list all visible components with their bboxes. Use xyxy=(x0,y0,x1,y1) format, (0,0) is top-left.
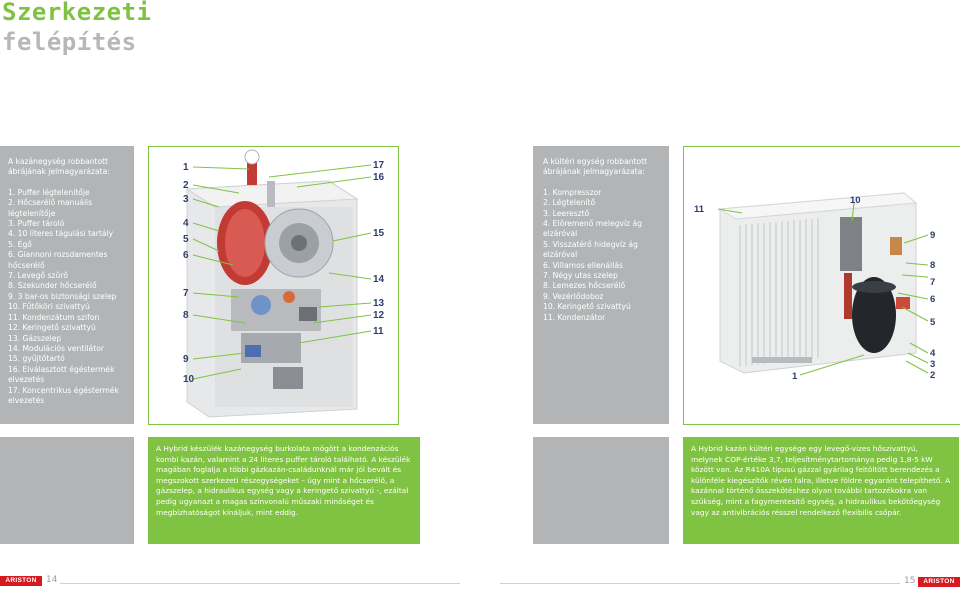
outdoor-callout-8: 8 xyxy=(930,260,935,271)
outdoor-callout-9: 9 xyxy=(930,230,935,241)
boiler-callout-7: 7 xyxy=(183,288,189,299)
boiler-legend-item: 8. Szekunder hőcserélő xyxy=(8,281,97,291)
outdoor-photo-frame: 11 10 9 8 7 6 5 4 3 2 1 xyxy=(683,146,960,425)
outdoor-callout-6: 6 xyxy=(930,294,935,305)
outdoor-legend-item: 5. Visszatérő hidegvíz ág elzáróval xyxy=(543,239,638,260)
boiler-legend-item: 11. Kondenzátum szifon xyxy=(8,312,100,322)
boiler-callout-6: 6 xyxy=(183,250,189,261)
outdoor-description-panel: A Hybrid kazán kültéri egysége egy leveg… xyxy=(683,437,959,544)
ariston-logo-left: ARISTON xyxy=(0,576,42,586)
boiler-callout-16: 16 xyxy=(373,172,385,183)
boiler-legend-item: 3. Puffer tároló xyxy=(8,219,65,229)
outdoor-legend-item: 4. Előremenő melegvíz ág elzáróval xyxy=(543,219,642,239)
boiler-callout-8: 8 xyxy=(183,310,189,321)
boiler-callout-5: 5 xyxy=(183,234,189,245)
outdoor-legend-item: 1. Kompresszor xyxy=(543,187,602,197)
outdoor-legend-item: 3. Leeresztő xyxy=(543,208,590,218)
boiler-callout-1: 1 xyxy=(183,162,189,173)
page-number-right: 15 xyxy=(904,576,916,586)
page-title-line1: Szerkezeti xyxy=(2,0,152,26)
boiler-legend-panel: A kazánegység robbantott ábrájának jelma… xyxy=(0,146,134,424)
boiler-legend-item: 15. gyűjtőtartó xyxy=(8,354,65,364)
boiler-photo-frame: 1 2 3 4 5 6 7 8 9 10 17 16 15 14 13 12 1… xyxy=(148,146,399,425)
outdoor-callout-3: 3 xyxy=(930,359,935,370)
boiler-legend-item: 6. Giannoni rozsdamentes hőcserélő xyxy=(8,250,108,270)
boiler-callout-11: 11 xyxy=(373,326,384,337)
outdoor-legend-item: 7. Négy utas szelep xyxy=(543,271,618,281)
outdoor-callout-5: 5 xyxy=(930,317,936,328)
outdoor-callout-1: 1 xyxy=(792,371,798,382)
outdoor-callout-10: 10 xyxy=(850,195,861,206)
boiler-legend-item: 10. Fűtőköri szivattyú xyxy=(8,302,90,312)
boiler-description-text: A Hybrid készülék kazánegység burkolata … xyxy=(156,444,411,517)
bottom-left-grey-block xyxy=(0,437,134,544)
boiler-callout-13: 13 xyxy=(373,298,385,309)
boiler-legend-item: 17. Koncentrikus égéstermék elvezetés xyxy=(8,385,119,405)
boiler-callout-17: 17 xyxy=(373,160,385,171)
outdoor-callout-2: 2 xyxy=(930,370,935,381)
boiler-callout-3: 3 xyxy=(183,194,189,205)
boiler-legend-item: 2. Hőcserélő manuális légtelenítője xyxy=(8,198,93,218)
boiler-legend-item: 4. 10 literes tágulási tartály xyxy=(8,229,114,239)
bottom-middle-grey-block xyxy=(533,437,669,544)
footer-divider-right xyxy=(500,583,900,584)
boiler-legend-item: 1. Puffer légtelenítője xyxy=(8,187,90,197)
outdoor-legend-panel: A kültéri egység robbantott ábrájának je… xyxy=(533,146,669,424)
boiler-legend-item: 7. Levegő szűrő xyxy=(8,271,68,281)
boiler-legend-item: 9. 3 bar-os biztonsági szelep xyxy=(8,291,117,301)
outdoor-callout-7: 7 xyxy=(930,277,935,288)
outdoor-callout-11: 11 xyxy=(694,204,705,215)
boiler-legend-item: 16. Elválasztott égéstermék elvezetés xyxy=(8,364,115,385)
boiler-legend-item: 14. Modulációs ventilátor xyxy=(8,343,104,353)
outdoor-description-text: A Hybrid kazán kültéri egysége egy leveg… xyxy=(691,444,951,517)
page-number-left: 14 xyxy=(46,575,58,585)
brand-name-left: ARISTON xyxy=(5,577,37,584)
outdoor-legend-item: 11. Kondenzátor xyxy=(543,312,606,322)
boiler-description-panel: A Hybrid készülék kazánegység burkolata … xyxy=(148,437,420,544)
boiler-legend-heading: A kazánegység robbantott ábrájának jelma… xyxy=(8,157,110,177)
outdoor-legend-heading: A kültéri egység robbantott ábrájának je… xyxy=(543,157,648,177)
boiler-callout-10: 10 xyxy=(183,374,195,385)
outdoor-legend-item: 2. Légtelenítő xyxy=(543,198,596,208)
outdoor-legend-item: 9. Vezérlődoboz xyxy=(543,291,604,301)
ariston-logo-right: ARISTON xyxy=(918,577,960,587)
brand-name-right: ARISTON xyxy=(923,578,955,585)
outdoor-legend-item: 10. Keringető szivattyú xyxy=(543,302,631,312)
boiler-callout-15: 15 xyxy=(373,228,385,239)
boiler-legend-item: 5. Égő xyxy=(8,239,32,249)
boiler-exploded-illustration: 1 2 3 4 5 6 7 8 9 10 17 16 15 14 13 12 1… xyxy=(183,149,385,418)
boiler-callout-9: 9 xyxy=(183,354,189,365)
page-title-line2: felépítés xyxy=(2,28,137,56)
outdoor-legend-item: 8. Lemezes hőcserélő xyxy=(543,281,626,291)
boiler-legend-item: 13. Gázszelep xyxy=(8,333,62,343)
footer-divider-left xyxy=(60,583,460,584)
outdoor-callout-4: 4 xyxy=(930,348,936,359)
outdoor-legend-item: 6. Villamos ellenállás xyxy=(543,260,623,270)
boiler-callout-12: 12 xyxy=(373,310,385,321)
boiler-callout-14: 14 xyxy=(373,274,385,285)
outdoor-unit-illustration: 11 10 9 8 7 6 5 4 3 2 1 xyxy=(694,192,936,382)
boiler-legend-item: 12. Keringető szivattyú xyxy=(8,323,96,333)
boiler-callout-2: 2 xyxy=(183,180,189,191)
boiler-callout-4: 4 xyxy=(183,218,189,229)
